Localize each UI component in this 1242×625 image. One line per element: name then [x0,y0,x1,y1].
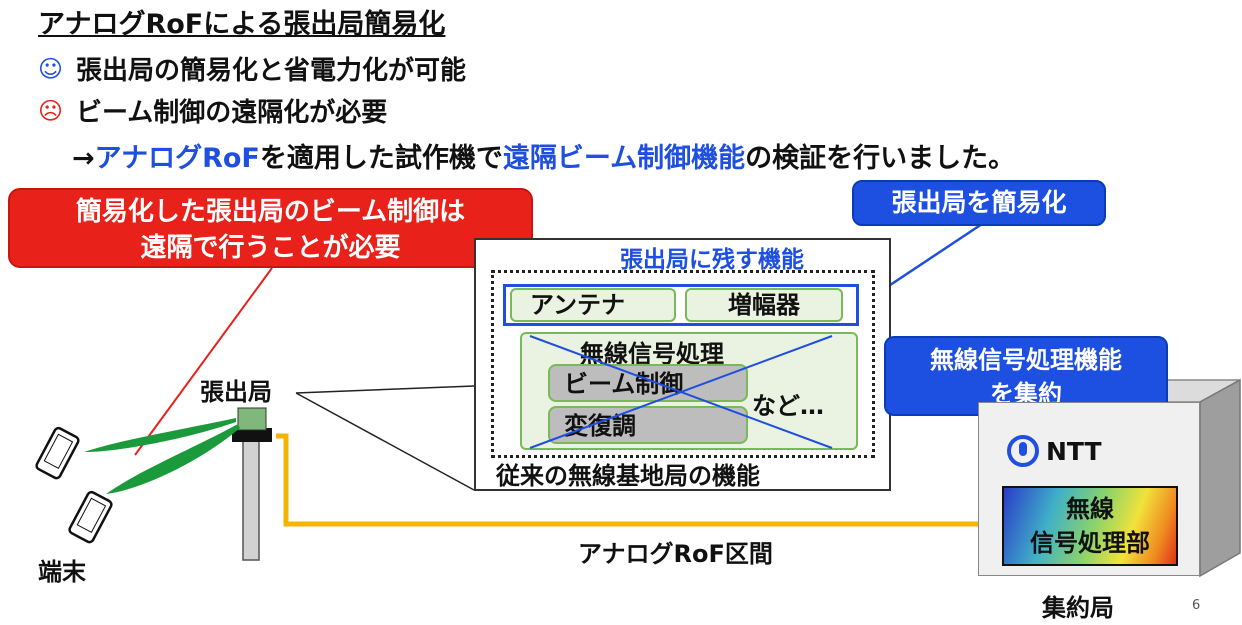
red-callout: 簡易化した張出局のビーム制御は 遠隔で行うことが必要 [8,188,533,268]
conclusion-beam: 遠隔ビーム制御機能 [502,143,746,174]
zoom-line-bottom [295,392,475,491]
red-callout-line2: 遠隔で行うことが必要 [140,233,401,263]
ntt-logo-icon [1007,435,1039,467]
amplifier-box: 増幅器 [685,288,843,322]
etc-label: など… [752,392,824,420]
signal-processing-unit-line2: 信号処理部 [1030,529,1150,557]
fiber-cable [276,433,1003,527]
bullet-issue-text: ビーム制御の遠隔化が必要 [76,98,388,128]
simplify-callout: 張出局を簡易化 [852,180,1106,226]
zoom-line-top [295,385,475,394]
terminal-phone-2 [68,490,113,544]
slide-title: アナログRoFによる張出局簡易化 [38,9,446,40]
red-callout-line1: 簡易化した張出局のビーム制御は [75,197,466,227]
conventional-functions-label: 従来の無線基地局の機能 [496,462,760,490]
station-antenna-head [237,407,267,431]
bullet-issue: ☹ ビーム制御の遠隔化が必要 [38,92,387,129]
terminal-phone-1 [35,426,80,480]
remaining-functions-highlight [503,284,859,326]
remote-station-label: 張出局 [200,378,272,406]
conclusion-text-1: を適用した試作機で [259,143,503,174]
arrow-prefix: → [72,143,95,174]
bullet-advantage-text: 張出局の簡易化と省電力化が可能 [76,56,467,86]
conventional-functions-frame [491,270,875,458]
cube-side [1199,378,1241,578]
station-base [232,428,272,442]
beam-upper [84,418,236,452]
central-station-label: 集約局 [1042,594,1114,622]
antenna-box: アンテナ [510,288,676,322]
signal-processing-unit-line1: 無線 [1066,495,1114,523]
modulation-box: 変復調 [548,406,748,444]
conclusion-rof: アナログRoF [94,143,260,174]
frown-icon: ☹ [38,96,64,125]
bullet-advantage: ☺ 張出局の簡易化と省電力化が可能 [38,50,466,87]
signal-processing-unit: 無線 信号処理部 [1002,486,1178,566]
rof-section-label: アナログRoF区間 [578,540,773,568]
terminal-label: 端末 [38,558,86,586]
ntt-logo-text: NTT [1046,436,1102,466]
beam-lower [106,424,240,494]
page-number: 6 [1192,598,1201,613]
beam-control-box: ビーム制御 [548,364,748,402]
conclusion-text-2: の検証を行いました。 [745,143,1016,174]
aggregate-callout-line1: 無線信号処理機能 [930,346,1122,374]
ntt-logo: NTT [1006,434,1102,468]
remaining-functions-label: 張出局に残す機能 [620,247,804,273]
red-callout-pointer [134,267,273,456]
conclusion-line: →アナログRoFを適用した試作機で遠隔ビーム制御機能の検証を行いました。 [72,136,1015,175]
smile-icon: ☺ [38,54,64,83]
